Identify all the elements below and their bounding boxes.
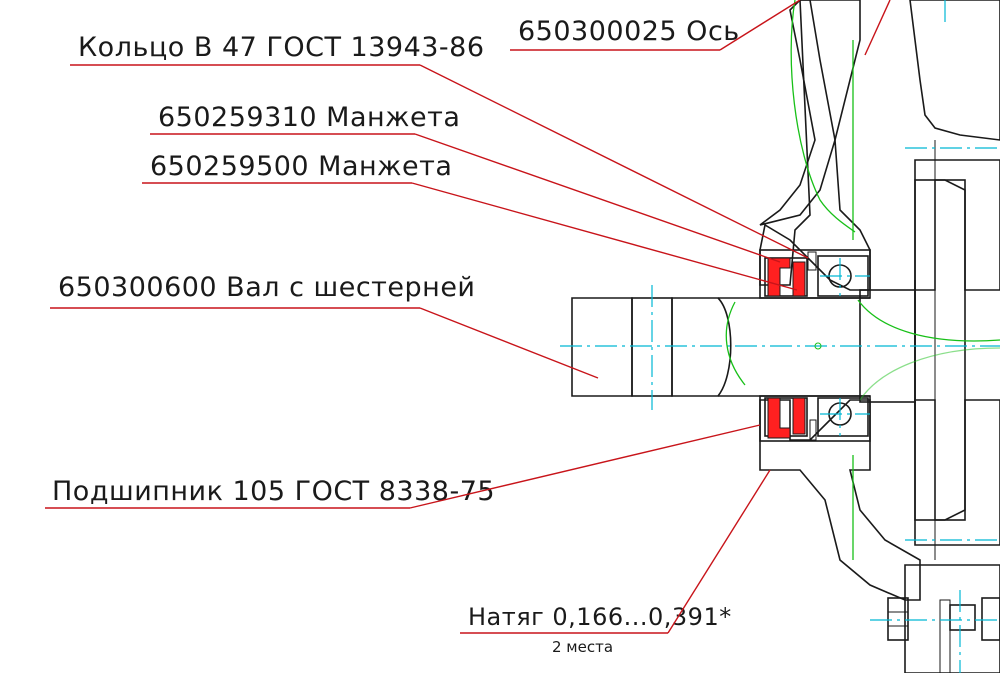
callout-interference: Натяг 0,166...0,391* 2 места xyxy=(460,469,771,656)
callout-axle-label: 650300025 Ось xyxy=(518,16,740,47)
callout-cuff-1: 650259310 Манжета xyxy=(150,102,781,263)
housing xyxy=(759,0,1000,673)
callout-interference-label: Натяг 0,166...0,391* xyxy=(468,603,732,631)
construction-lines xyxy=(725,0,1000,560)
callout-cuff-2-label: 650259500 Манжета xyxy=(150,151,452,182)
callout-ring: Кольцо В 47 ГОСТ 13943-86 xyxy=(70,32,809,259)
callout-cuff-2: 650259500 Манжета xyxy=(142,151,798,291)
callout-bearing: Подшипник 105 ГОСТ 8338-75 xyxy=(45,424,761,509)
shaft-with-gear xyxy=(571,140,966,560)
callout-ring-label: Кольцо В 47 ГОСТ 13943-86 xyxy=(78,32,485,63)
centerlines xyxy=(560,0,1000,673)
callout-axle: 650300025 Ось xyxy=(510,0,891,56)
callout-shaft: 650300600 Вал с шестерней xyxy=(50,272,599,379)
callout-interference-note: 2 места xyxy=(552,638,613,656)
callout-cuff-1-label: 650259310 Манжета xyxy=(158,102,460,133)
callout-shaft-label: 650300600 Вал с шестерней xyxy=(58,272,475,303)
callout-bearing-label: Подшипник 105 ГОСТ 8338-75 xyxy=(52,476,495,507)
